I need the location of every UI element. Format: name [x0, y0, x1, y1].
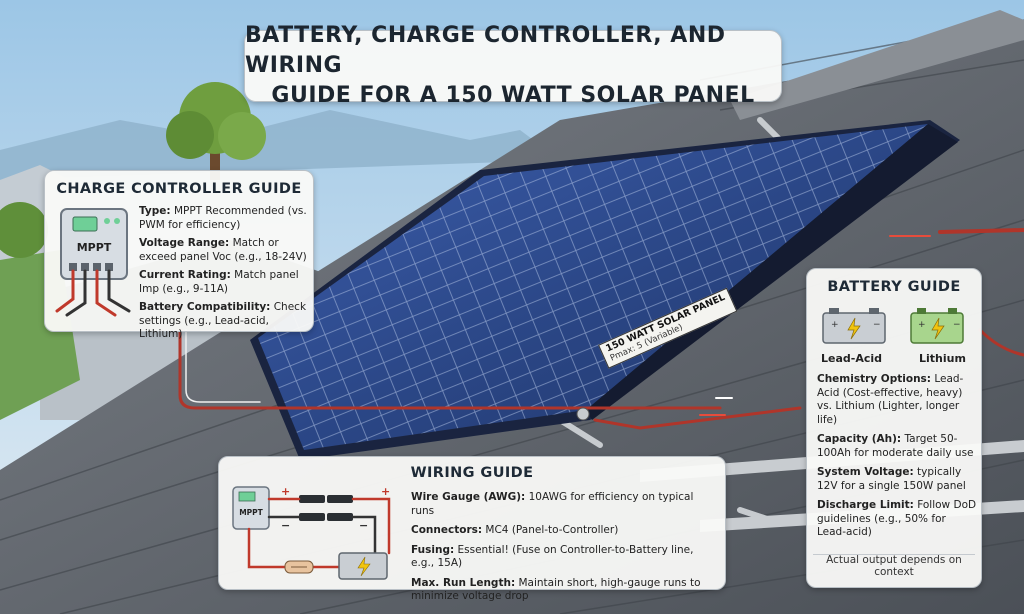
bat-entry-chemistry: Chemistry Options: Lead-Acid (Cost-effec…: [817, 373, 964, 426]
svg-text:+: +: [918, 320, 926, 330]
wiring-heading: WIRING GUIDE: [410, 465, 534, 481]
bat-entry-voltage: System Voltage: typically 12V for a sing…: [817, 466, 966, 492]
battery-divider: [813, 554, 975, 555]
battery-footnote: Actual output depends on context: [826, 554, 962, 578]
lithium-battery-icon: + −: [910, 308, 964, 344]
cc-entry-compat: Battery Compatibility: Check settings (e…: [139, 301, 307, 340]
wire-entry-fusing: Fusing: Essential! (Fuse on Controller-t…: [411, 543, 694, 570]
svg-text:−: −: [873, 320, 881, 330]
svg-text:+: +: [831, 320, 839, 330]
svg-text:+: +: [381, 485, 390, 498]
wire-entry-connectors: Connectors: MC4 (Panel-to-Controller): [411, 524, 619, 536]
charge-controller-card: CHARGE CONTROLLER GUIDE MPPT Type: MPPT …: [44, 170, 314, 340]
mc4-connector-icon: [299, 495, 353, 521]
battery-heading: BATTERY GUIDE: [827, 279, 961, 295]
charge-controller-entries: Type: MPPT Recommended (vs. PWM for effi…: [139, 205, 309, 347]
solar-panel: [250, 120, 960, 460]
svg-text:−: −: [953, 320, 961, 330]
battery-entries: Chemistry Options: Lead-Acid (Cost-effec…: [817, 373, 977, 546]
lithium-label: Lithium: [919, 352, 966, 365]
cc-entry-current: Current Rating: Match panel Imp (e.g., 9…: [139, 269, 299, 295]
wiring-battery-icon: [338, 552, 388, 580]
cc-entry-type: Type: MPPT Recommended (vs. PWM for effi…: [139, 205, 307, 231]
bat-entry-capacity: Capacity (Ah): Target 50-100Ah for moder…: [817, 433, 974, 459]
cc-device-label: MPPT: [77, 241, 112, 254]
lead-acid-label: Lead-Acid: [821, 352, 883, 365]
battery-type-icons: + − + − Lead-Acid Lithium: [815, 305, 973, 365]
wire-entry-gauge: Wire Gauge (AWG): 10AWG for efficiency o…: [411, 491, 694, 517]
title-banner: BATTERY, CHARGE CONTROLLER, AND WIRING G…: [244, 23, 782, 108]
title-line-1: BATTERY, CHARGE CONTROLLER, AND WIRING: [245, 23, 726, 78]
wiring-lines: [178, 228, 1024, 430]
svg-text:−: −: [359, 519, 368, 532]
wiring-card: WIRING GUIDE MPPT +: [218, 456, 726, 602]
mppt-controller-icon: MPPT: [55, 208, 131, 317]
lead-acid-battery-icon: + −: [822, 308, 886, 344]
battery-card: BATTERY GUIDE + − + −: [806, 268, 982, 588]
title-line-2: GUIDE FOR A 150 WATT SOLAR PANEL: [271, 83, 755, 108]
charge-controller-heading: CHARGE CONTROLLER GUIDE: [56, 181, 302, 197]
svg-text:+: +: [281, 485, 290, 498]
fuse-icon: [284, 560, 314, 574]
wiring-diagram: MPPT + + − −: [232, 485, 391, 580]
bat-entry-discharge: Discharge Limit: Follow DoD guidelines (…: [817, 499, 977, 538]
wire-entry-runlength: Max. Run Length: Maintain short, high-ga…: [411, 576, 701, 603]
cc-entry-voltage: Voltage Range: Match or exceed panel Voc…: [139, 237, 307, 263]
mountains: [0, 110, 560, 180]
wiring-device-label: MPPT: [239, 508, 263, 517]
wiring-entries: Wire Gauge (AWG): 10AWG for efficiency o…: [411, 491, 719, 610]
wiring-mppt-icon: MPPT: [232, 486, 270, 530]
svg-text:−: −: [281, 519, 290, 532]
